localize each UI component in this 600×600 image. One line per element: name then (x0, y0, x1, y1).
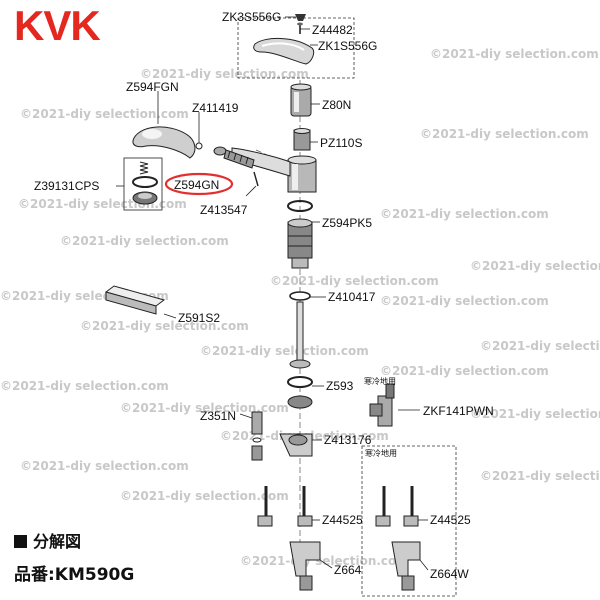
highlight-circle (164, 172, 234, 196)
watermark-text: ©2021-diy selection.com (20, 459, 189, 473)
watermark-text: ©2021-diy selection.com (0, 379, 169, 393)
supply-pipes (257, 486, 313, 527)
label-z351n: Z351N (200, 409, 236, 423)
hose-connector (195, 142, 255, 169)
shower-head (132, 126, 196, 159)
label-cold-region-bottom: 寒冷地用 (365, 448, 397, 458)
cold-region-valve (369, 383, 395, 427)
label-zk3s556g: ZK3S556G (222, 10, 281, 24)
product-caption: 品番:KM590G (14, 565, 135, 585)
shower-holder (104, 285, 166, 315)
handle-adapter (290, 83, 312, 117)
watermark-text: ©2021-diy selection.com (120, 401, 289, 415)
section-caption: 分解図 (14, 528, 81, 552)
label-z594fgn: Z594FGN (126, 80, 179, 94)
watermark-text: ©2021-diy selection.com (120, 489, 289, 503)
label-z410417: Z410417 (328, 290, 376, 304)
watermark-text: ©2021-diy selection.com (20, 107, 189, 121)
label-pz110s: PZ110S (320, 136, 362, 150)
cold-bottom-fittings (391, 541, 421, 591)
watermark-text: ©2021-diy selection.com (80, 319, 249, 333)
watermark-text: ©2021-diy selection.com (60, 234, 229, 248)
label-z44525-right: Z44525 (430, 513, 471, 527)
watermark-text: ©2021-diy selection.com (380, 364, 549, 378)
watermark-text: ©2021-diy selection.com (140, 67, 309, 81)
label-z411419: Z411419 (192, 101, 239, 115)
label-zkf141pwn: ZKF141PWN (423, 404, 494, 418)
watermark-text: ©2021-diy selection.com (270, 274, 439, 288)
spray-spring (139, 161, 149, 175)
watermark-text: ©2021-diy selection.com (480, 339, 600, 353)
gasket-ring (289, 291, 311, 301)
watermark-text: ©2021-diy selection.com (420, 127, 589, 141)
watermark-text: ©2021-diy selection.com (240, 554, 409, 568)
packing-ring (287, 200, 313, 212)
spray-nozzle (132, 191, 158, 205)
label-z80n: Z80N (322, 98, 351, 112)
label-z664: Z664 (334, 563, 362, 577)
watermark-text: ©2021-diy selection.com (18, 197, 187, 211)
watermark-layer: ©2021-diy selection.com ©2021-diy select… (0, 47, 600, 568)
watermark-text: ©2021-diy selection.com (480, 469, 600, 483)
lever-handle (253, 38, 315, 65)
watermark-text: ©2021-diy selection.com (470, 407, 600, 421)
hose-clip (253, 171, 259, 187)
watermark-text: ©2021-diy selection.com (380, 207, 549, 221)
spout-body (231, 147, 317, 193)
label-z413176: Z413176 (324, 433, 372, 447)
label-z413547: Z413547 (200, 203, 248, 217)
mounting-bracket (279, 433, 313, 457)
label-z591s2: Z591S2 (178, 311, 220, 325)
handle-option-box (237, 17, 355, 79)
index-cap (295, 14, 306, 21)
bottom-fittings (289, 541, 321, 591)
watermark-text: ©2021-diy selection.com (470, 259, 600, 273)
handle-screw (297, 22, 303, 34)
spray-parts-bracket (123, 157, 163, 211)
section-caption-text: 分解図 (33, 532, 82, 551)
watermark-text: ©2021-diy selection.com (380, 294, 549, 308)
label-z594gn: Z594GN (174, 178, 219, 192)
label-cold-region-top: 寒冷地用 (364, 376, 396, 386)
kvk-logo: KVK (14, 2, 101, 49)
label-z44482: Z44482 (312, 23, 353, 37)
spray-o-ring (132, 176, 158, 188)
shaft (296, 301, 304, 363)
label-z39131cps: Z39131CPS (34, 179, 99, 193)
leader-lines (116, 16, 429, 571)
bonnet-nut (293, 128, 311, 151)
label-zk1s556g: ZK1S556G (318, 39, 377, 53)
square-bullet-icon (14, 535, 27, 548)
label-z593: Z593 (326, 379, 354, 393)
watermark-text: ©2021-diy selection.com (430, 47, 599, 61)
label-z664w: Z664W (430, 567, 469, 581)
part-labels: ZK3S556G Z44482 ZK1S556G Z80N PZ110S Z59… (34, 10, 494, 581)
label-z44525-left: Z44525 (322, 513, 363, 527)
check-valve (251, 411, 263, 461)
cold-region-box (361, 445, 457, 597)
label-z594pk5: Z594PK5 (322, 216, 372, 230)
cartridge (287, 218, 313, 269)
watermark-text: ©2021-diy selection.com (200, 344, 369, 358)
cold-supply-pipes (375, 486, 419, 527)
base-washers (287, 359, 313, 409)
